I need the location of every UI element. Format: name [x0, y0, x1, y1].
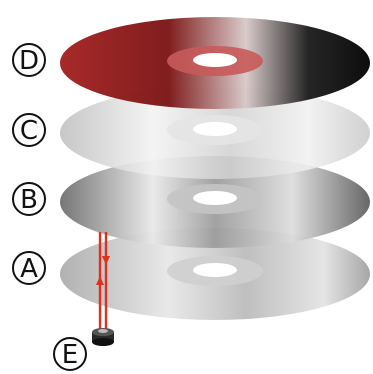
laser-source [92, 328, 114, 346]
beam-down-arrow [102, 256, 110, 265]
marker-a-label: A [20, 254, 38, 284]
disc-layer-c [60, 87, 370, 179]
marker-c: C [12, 113, 46, 147]
disc-layer-b [60, 156, 370, 248]
marker-e-label: E [62, 340, 78, 370]
marker-d-label: D [19, 46, 39, 76]
marker-d: D [12, 43, 46, 77]
marker-c-label: C [20, 116, 38, 146]
beam-up-arrow [96, 276, 104, 285]
marker-a: A [12, 251, 46, 285]
disc-layer-a [60, 228, 370, 320]
disc-layer-d [60, 17, 370, 109]
marker-b-label: B [20, 185, 38, 215]
marker-b: B [12, 182, 46, 216]
marker-e: E [53, 337, 87, 371]
laser-beam [96, 232, 110, 332]
